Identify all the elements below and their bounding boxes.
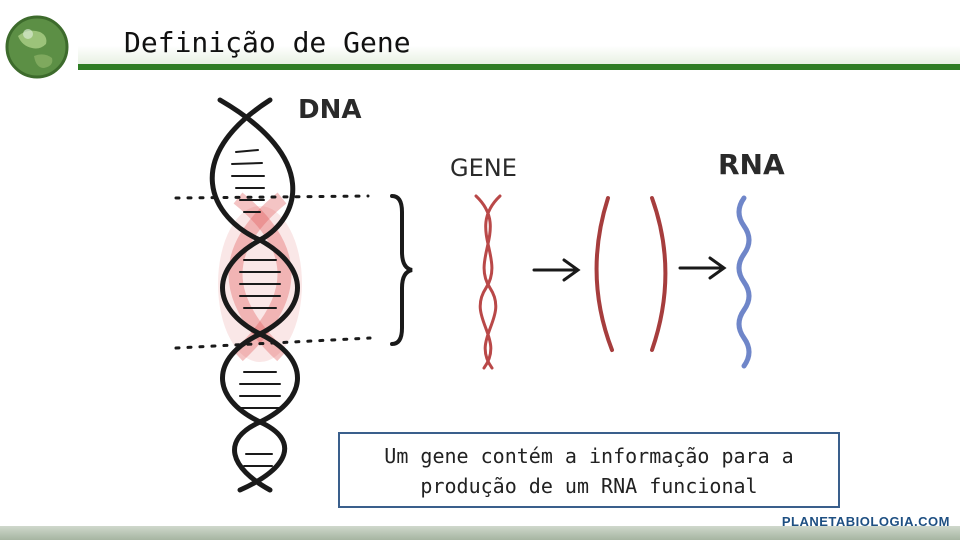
caption-line-1: Um gene contém a informação para a — [340, 441, 838, 471]
label-dna: DNA — [298, 95, 361, 125]
page-title: Definição de Gene — [124, 26, 411, 59]
arrow-right-icon — [534, 260, 578, 280]
arrow-right-icon-2 — [680, 258, 724, 278]
footer-brand: PLANETABIOLOGIA.COM — [782, 514, 950, 529]
separated-strands — [596, 198, 665, 350]
rna-strand — [739, 198, 749, 366]
caption-box: Um gene contém a informação para a produ… — [338, 432, 840, 508]
caption-line-2: produção de um RNA funcional — [340, 471, 838, 501]
label-rna: RNA — [718, 148, 785, 181]
label-gene: GENE — [450, 154, 517, 182]
gene-helix — [476, 196, 500, 368]
slide-header: Definição de Gene — [0, 0, 960, 72]
globe-icon — [4, 14, 70, 80]
gene-brace — [392, 196, 412, 344]
